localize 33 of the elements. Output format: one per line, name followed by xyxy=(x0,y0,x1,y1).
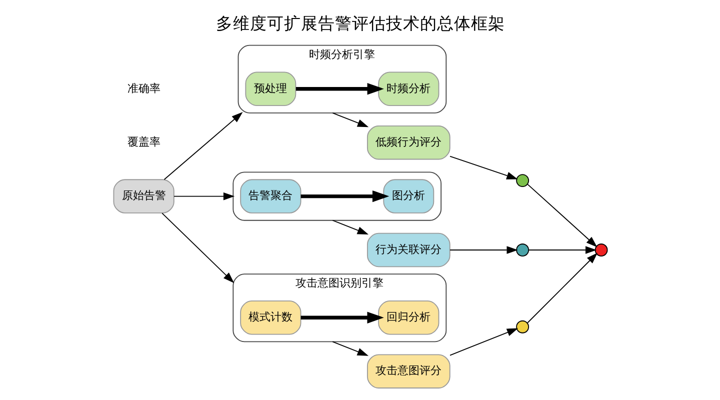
node-box: 回归分析 xyxy=(378,300,439,335)
node-box: 原始告警 xyxy=(112,179,174,214)
arrow xyxy=(449,328,518,356)
node-circle xyxy=(516,320,529,334)
arrow xyxy=(163,112,242,180)
diagram-title: 多维度可扩展告警评估技术的总体框架 xyxy=(216,14,504,34)
node-box: 图分析 xyxy=(382,179,434,214)
node-box: 预处理 xyxy=(244,72,296,106)
node-box: 告警聚合 xyxy=(240,179,301,214)
arrow xyxy=(449,246,518,254)
arrow xyxy=(332,112,368,128)
arrow xyxy=(300,190,389,202)
label: 覆盖率 xyxy=(126,135,160,148)
arrow xyxy=(449,156,518,180)
node-box: 模式计数 xyxy=(240,300,301,335)
cluster xyxy=(232,172,442,221)
arrow xyxy=(526,252,598,324)
arrow xyxy=(300,312,384,324)
node-box: 行为关联评分 xyxy=(366,232,450,268)
node-circle xyxy=(516,174,529,188)
arrow xyxy=(173,192,234,200)
node-circle xyxy=(594,244,608,256)
arrow xyxy=(295,83,384,95)
arrow xyxy=(332,341,368,356)
arrow xyxy=(526,184,597,248)
arrow xyxy=(528,246,596,254)
node-box: 时频分析 xyxy=(378,72,439,106)
arrow xyxy=(332,220,368,235)
node-box: 攻击意图评分 xyxy=(366,354,450,388)
label: 准确率 xyxy=(126,82,160,95)
node-box: 低频行为评分 xyxy=(366,125,450,160)
arrow xyxy=(161,212,234,284)
node-circle xyxy=(516,244,529,256)
